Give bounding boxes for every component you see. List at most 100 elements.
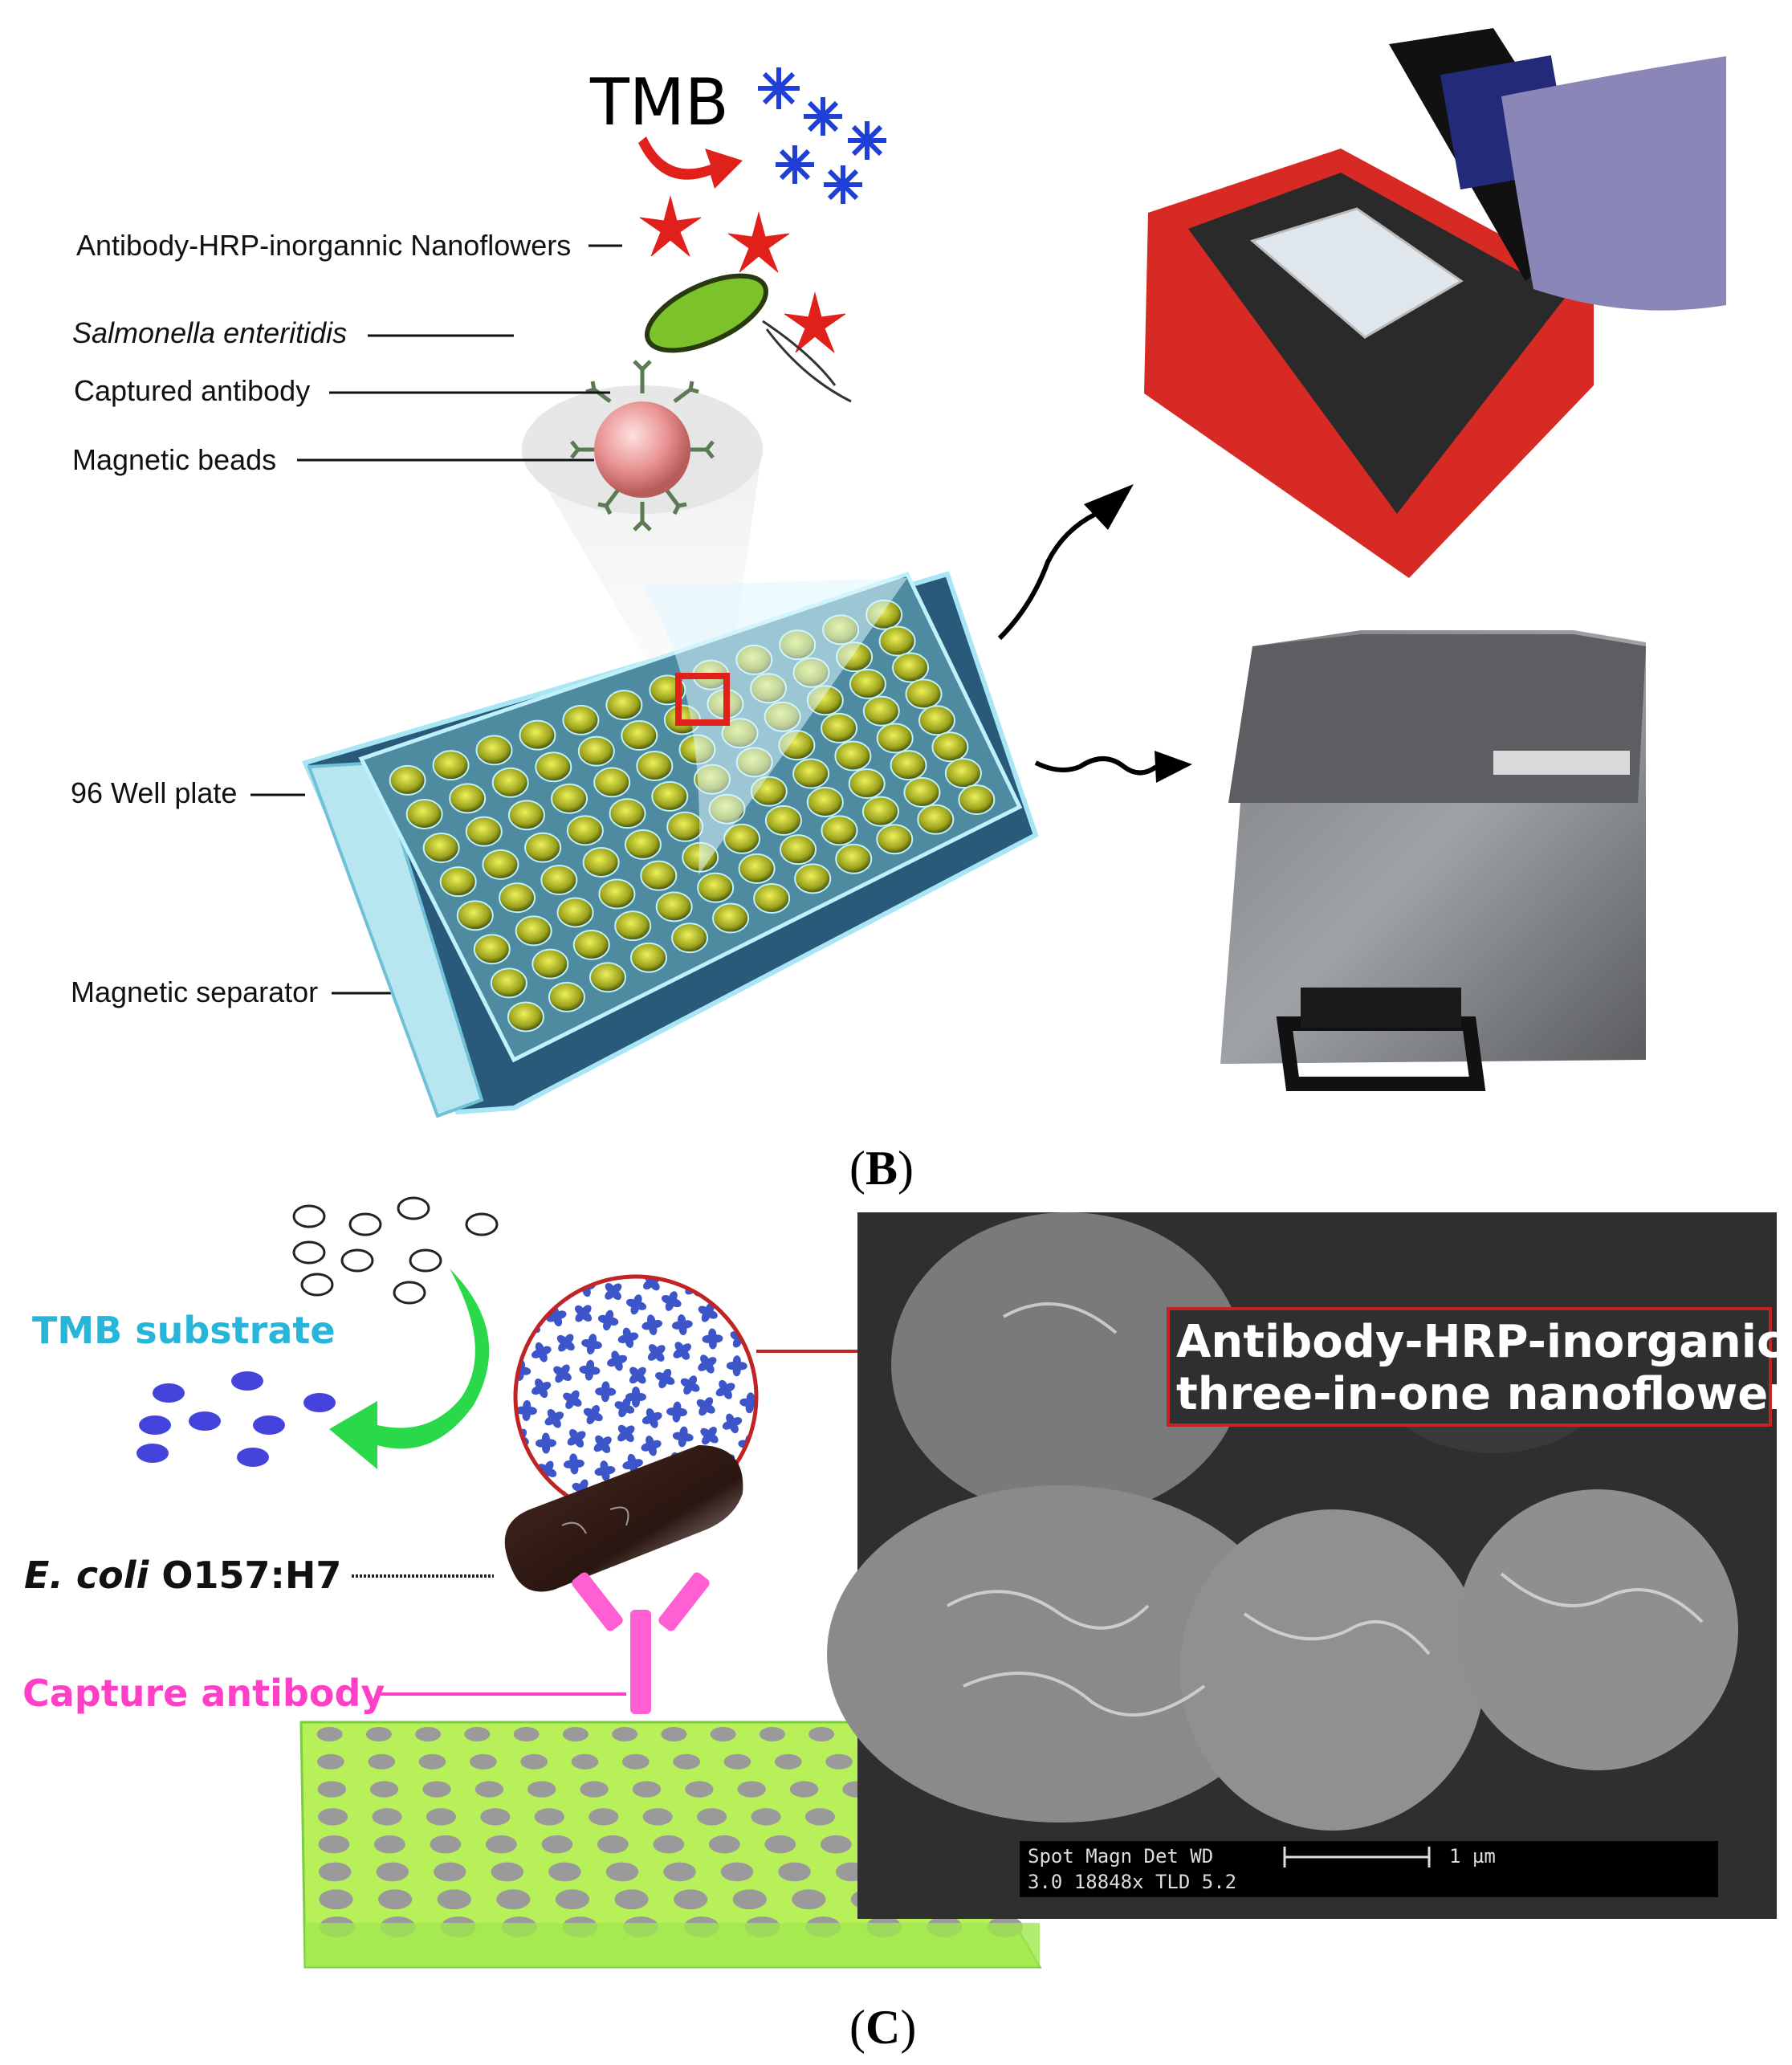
- microplate-reader-photo: [1220, 630, 1646, 1091]
- plate-spot-icon: [737, 1781, 766, 1798]
- label-salmonella: Salmonella enteritidis: [72, 316, 347, 349]
- well-icon: [876, 723, 914, 754]
- sem-label-line2: three-in-one nanoflowers: [1176, 1368, 1792, 1420]
- sem-info-bar: [1020, 1841, 1718, 1897]
- well-icon: [651, 780, 689, 812]
- blue-nanoflower-icon: [583, 1404, 603, 1424]
- blue-nanoflower-icon: [595, 1381, 617, 1403]
- panel-b: TMB: [71, 28, 1726, 1195]
- snowflake-icon: [758, 67, 800, 109]
- well-icon: [834, 740, 872, 772]
- well-icon: [490, 967, 527, 999]
- snowflake-icon: [824, 165, 862, 204]
- well-icon: [624, 829, 662, 860]
- plate-spot-icon: [825, 1753, 853, 1770]
- well-icon: [405, 798, 443, 829]
- nanoflower-icon: [784, 291, 846, 353]
- well-icon: [931, 731, 969, 763]
- well-icon: [566, 815, 604, 846]
- plate-spot-icon: [764, 1835, 796, 1854]
- plate-spot-icon: [377, 1889, 413, 1910]
- sem-label-box: [1167, 1307, 1772, 1427]
- well-icon: [666, 811, 704, 842]
- plate-spot-icon: [778, 1862, 811, 1882]
- well-icon: [422, 833, 460, 864]
- blue-nanoflower-icon: [726, 1355, 747, 1377]
- plate-spot-icon: [653, 1835, 685, 1854]
- well-icon: [524, 832, 562, 863]
- blue-nanoflower-icon: [535, 1432, 556, 1454]
- blue-nanoflower-icon: [531, 1342, 552, 1362]
- well-icon: [723, 823, 761, 854]
- plate-spot-icon: [319, 1889, 353, 1910]
- plate-spot-icon: [430, 1835, 462, 1854]
- well-icon: [821, 712, 858, 743]
- blue-nanoflower-icon: [556, 1334, 575, 1352]
- plate-spot-icon: [621, 1753, 650, 1770]
- plate-spot-icon: [373, 1835, 405, 1854]
- plate-spot-icon: [318, 1862, 352, 1882]
- wavy-arrow-icons: [997, 484, 1192, 783]
- plate-spot-icon: [437, 1889, 471, 1910]
- well-icon: [917, 804, 955, 835]
- plate-spot-icon: [485, 1835, 517, 1854]
- blue-nanoflower-icon: [698, 1354, 717, 1374]
- well-icon: [465, 816, 503, 847]
- sem-bar-header: Spot Magn Det WD: [1028, 1845, 1213, 1867]
- peeled-film: [642, 578, 907, 875]
- plate-spot-icon: [605, 1862, 639, 1882]
- plate-spot-icon: [571, 1753, 599, 1770]
- caption-c-letter: C: [865, 2001, 900, 2054]
- blue-nanoflower-icon: [739, 1392, 756, 1414]
- caption-b-open: (: [849, 1142, 865, 1195]
- plate-spot-icon: [369, 1781, 399, 1798]
- well-icon: [697, 872, 735, 903]
- plate-spot-icon: [555, 1889, 590, 1910]
- plate-spot-icon: [723, 1753, 751, 1770]
- plate-spot-icon: [614, 1889, 649, 1910]
- well-plate-illustration: [301, 571, 1039, 1118]
- blue-nanoflower-icon: [641, 1408, 662, 1428]
- blue-nanoflower-icon: [673, 1342, 691, 1360]
- sem-label-line1: Antibody-HRP-inorganic: [1176, 1316, 1783, 1368]
- well-icon: [794, 863, 832, 894]
- well-icon: [482, 849, 519, 880]
- plate-spot-icon: [491, 1862, 524, 1882]
- label-magnetic-separator: Magnetic separator: [71, 975, 318, 1008]
- label-tmb-substrate: TMB substrate: [32, 1309, 336, 1352]
- blue-nanoflower-icon: [574, 1305, 593, 1322]
- blue-nanoflower-icon: [614, 1397, 635, 1418]
- well-icon: [473, 934, 511, 965]
- label-capture-antibody: Capture antibody: [22, 1672, 385, 1715]
- plate-spot-icon: [548, 1862, 581, 1882]
- blue-nanoflower-icon: [597, 1309, 619, 1331]
- plate-spot-icon: [673, 1753, 700, 1770]
- well-icon: [531, 948, 569, 980]
- well-icon: [944, 758, 982, 789]
- label-ecoli-strain: O157:H7: [149, 1554, 341, 1597]
- well-icon: [958, 784, 996, 816]
- plate-spot-icon: [365, 1727, 392, 1741]
- plate-spot-icon: [663, 1862, 696, 1882]
- plate-spot-icon: [612, 1727, 638, 1741]
- svg-text:(C): (C): [849, 2001, 916, 2054]
- well-icon: [655, 891, 693, 923]
- blue-nanoflower-icon: [661, 1291, 682, 1311]
- well-icon: [821, 815, 858, 846]
- plate-spot-icon: [474, 1781, 504, 1798]
- plate-spot-icon: [318, 1835, 350, 1854]
- well-icon: [507, 800, 545, 831]
- well-icon: [621, 720, 658, 751]
- blue-nanoflower-icon: [607, 1350, 628, 1371]
- well-icon: [903, 776, 941, 808]
- plate-spot-icon: [720, 1862, 754, 1882]
- plate-spot-icon: [697, 1808, 727, 1826]
- plate-spot-icon: [789, 1781, 819, 1798]
- plate-spot-icon: [470, 1753, 497, 1770]
- well-icon: [835, 843, 873, 874]
- svg-text:E. coli O157:H7: E. coli O157:H7: [24, 1554, 341, 1597]
- substrate-molecule-icons: [292, 1196, 499, 1305]
- well-icon: [562, 704, 600, 735]
- blue-nanoflower-icon: [666, 1401, 687, 1423]
- plate-spot-icon: [759, 1727, 785, 1741]
